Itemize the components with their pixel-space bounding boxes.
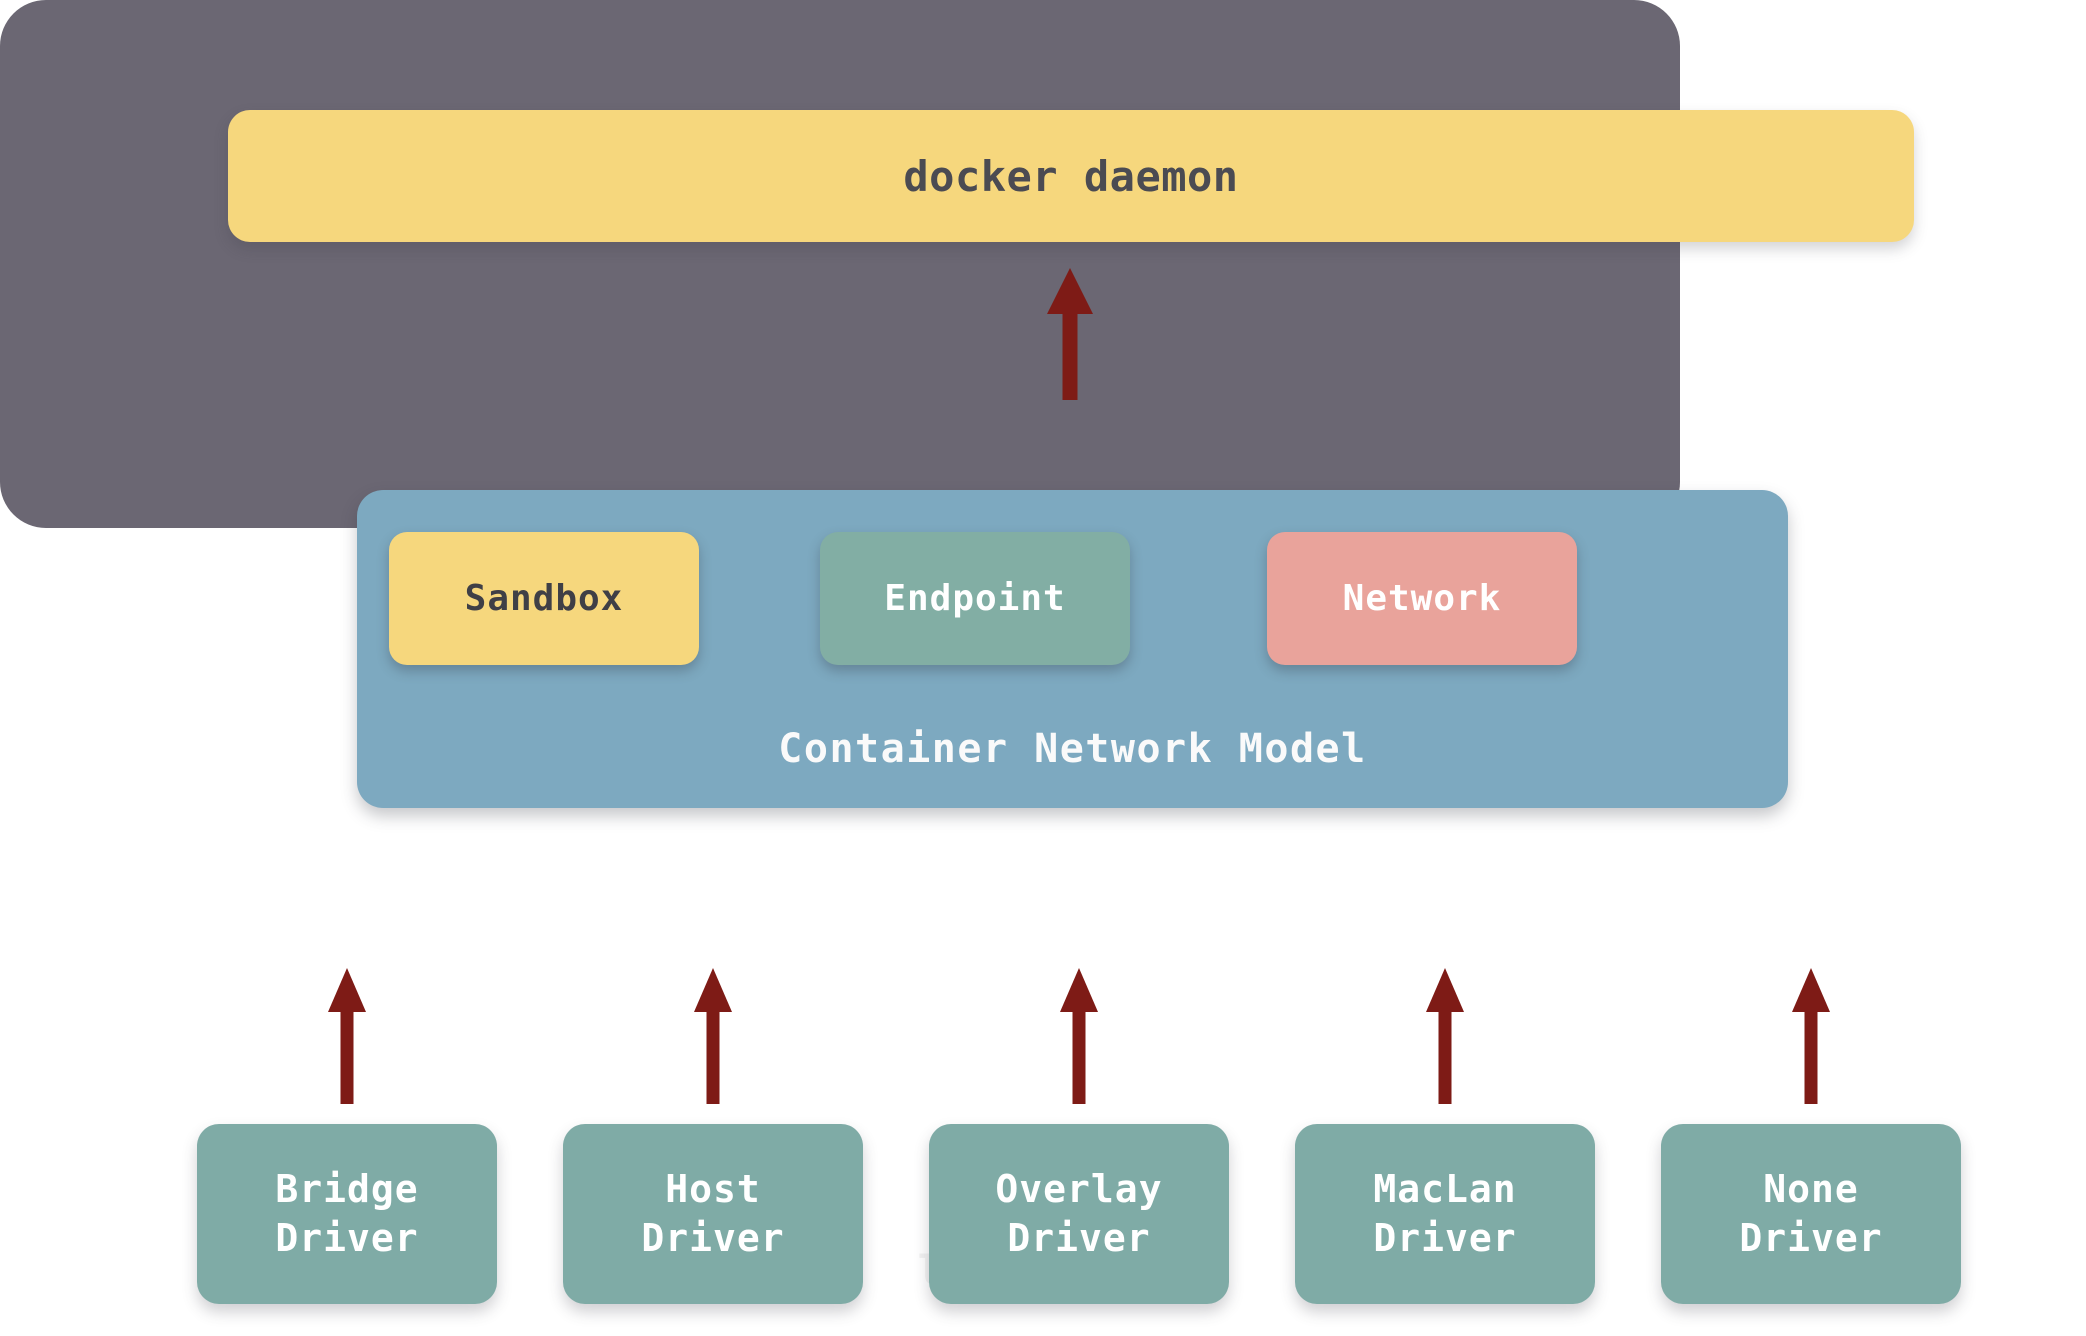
arrow-overlay-driver-to-libnetwork [1059,968,1099,1104]
driver-box-bridge-name: Bridge [275,1166,419,1211]
arrow-host-driver-to-libnetwork [693,968,733,1104]
docker-daemon-label: docker daemon [903,151,1239,201]
driver-box-maclan: MacLan Driver [1295,1124,1595,1304]
driver-box-host-name: Host [665,1166,761,1211]
container-network-model-box: Sandbox Endpoint Network Container Netwo… [357,490,1788,808]
driver-box-host-kind: Driver [641,1216,785,1260]
cnm-component-network: Network [1267,532,1577,665]
driver-box-overlay: Overlay Driver [929,1124,1229,1304]
arrow-maclan-driver-to-libnetwork [1425,968,1465,1104]
libnetwork-container: libnetwork [0,0,1680,1294]
cnm-component-endpoint-label: Endpoint [884,578,1066,619]
driver-box-host: Host Driver [563,1124,863,1304]
cnm-component-sandbox: Sandbox [389,532,699,665]
cnm-component-network-label: Network [1342,578,1502,619]
driver-box-bridge-kind: Driver [275,1216,419,1260]
driver-box-maclan-name: MacLan [1373,1166,1517,1211]
driver-box-overlay-kind: Driver [1007,1216,1151,1260]
docker-daemon-box: docker daemon [228,110,1914,242]
driver-box-none-name: None [1763,1166,1859,1211]
driver-box-none: None Driver [1661,1124,1961,1304]
cnm-component-sandbox-label: Sandbox [464,578,624,619]
arrow-bridge-driver-to-libnetwork [327,968,367,1104]
driver-box-overlay-name: Overlay [995,1166,1163,1211]
driver-box-none-kind: Driver [1739,1216,1883,1260]
cnm-component-endpoint: Endpoint [820,532,1130,665]
arrow-libnetwork-to-daemon [1046,268,1094,400]
driver-box-bridge: Bridge Driver [197,1124,497,1304]
driver-box-maclan-kind: Driver [1373,1216,1517,1260]
arrow-none-driver-to-libnetwork [1791,968,1831,1104]
container-network-model-label: Container Network Model [778,726,1367,772]
